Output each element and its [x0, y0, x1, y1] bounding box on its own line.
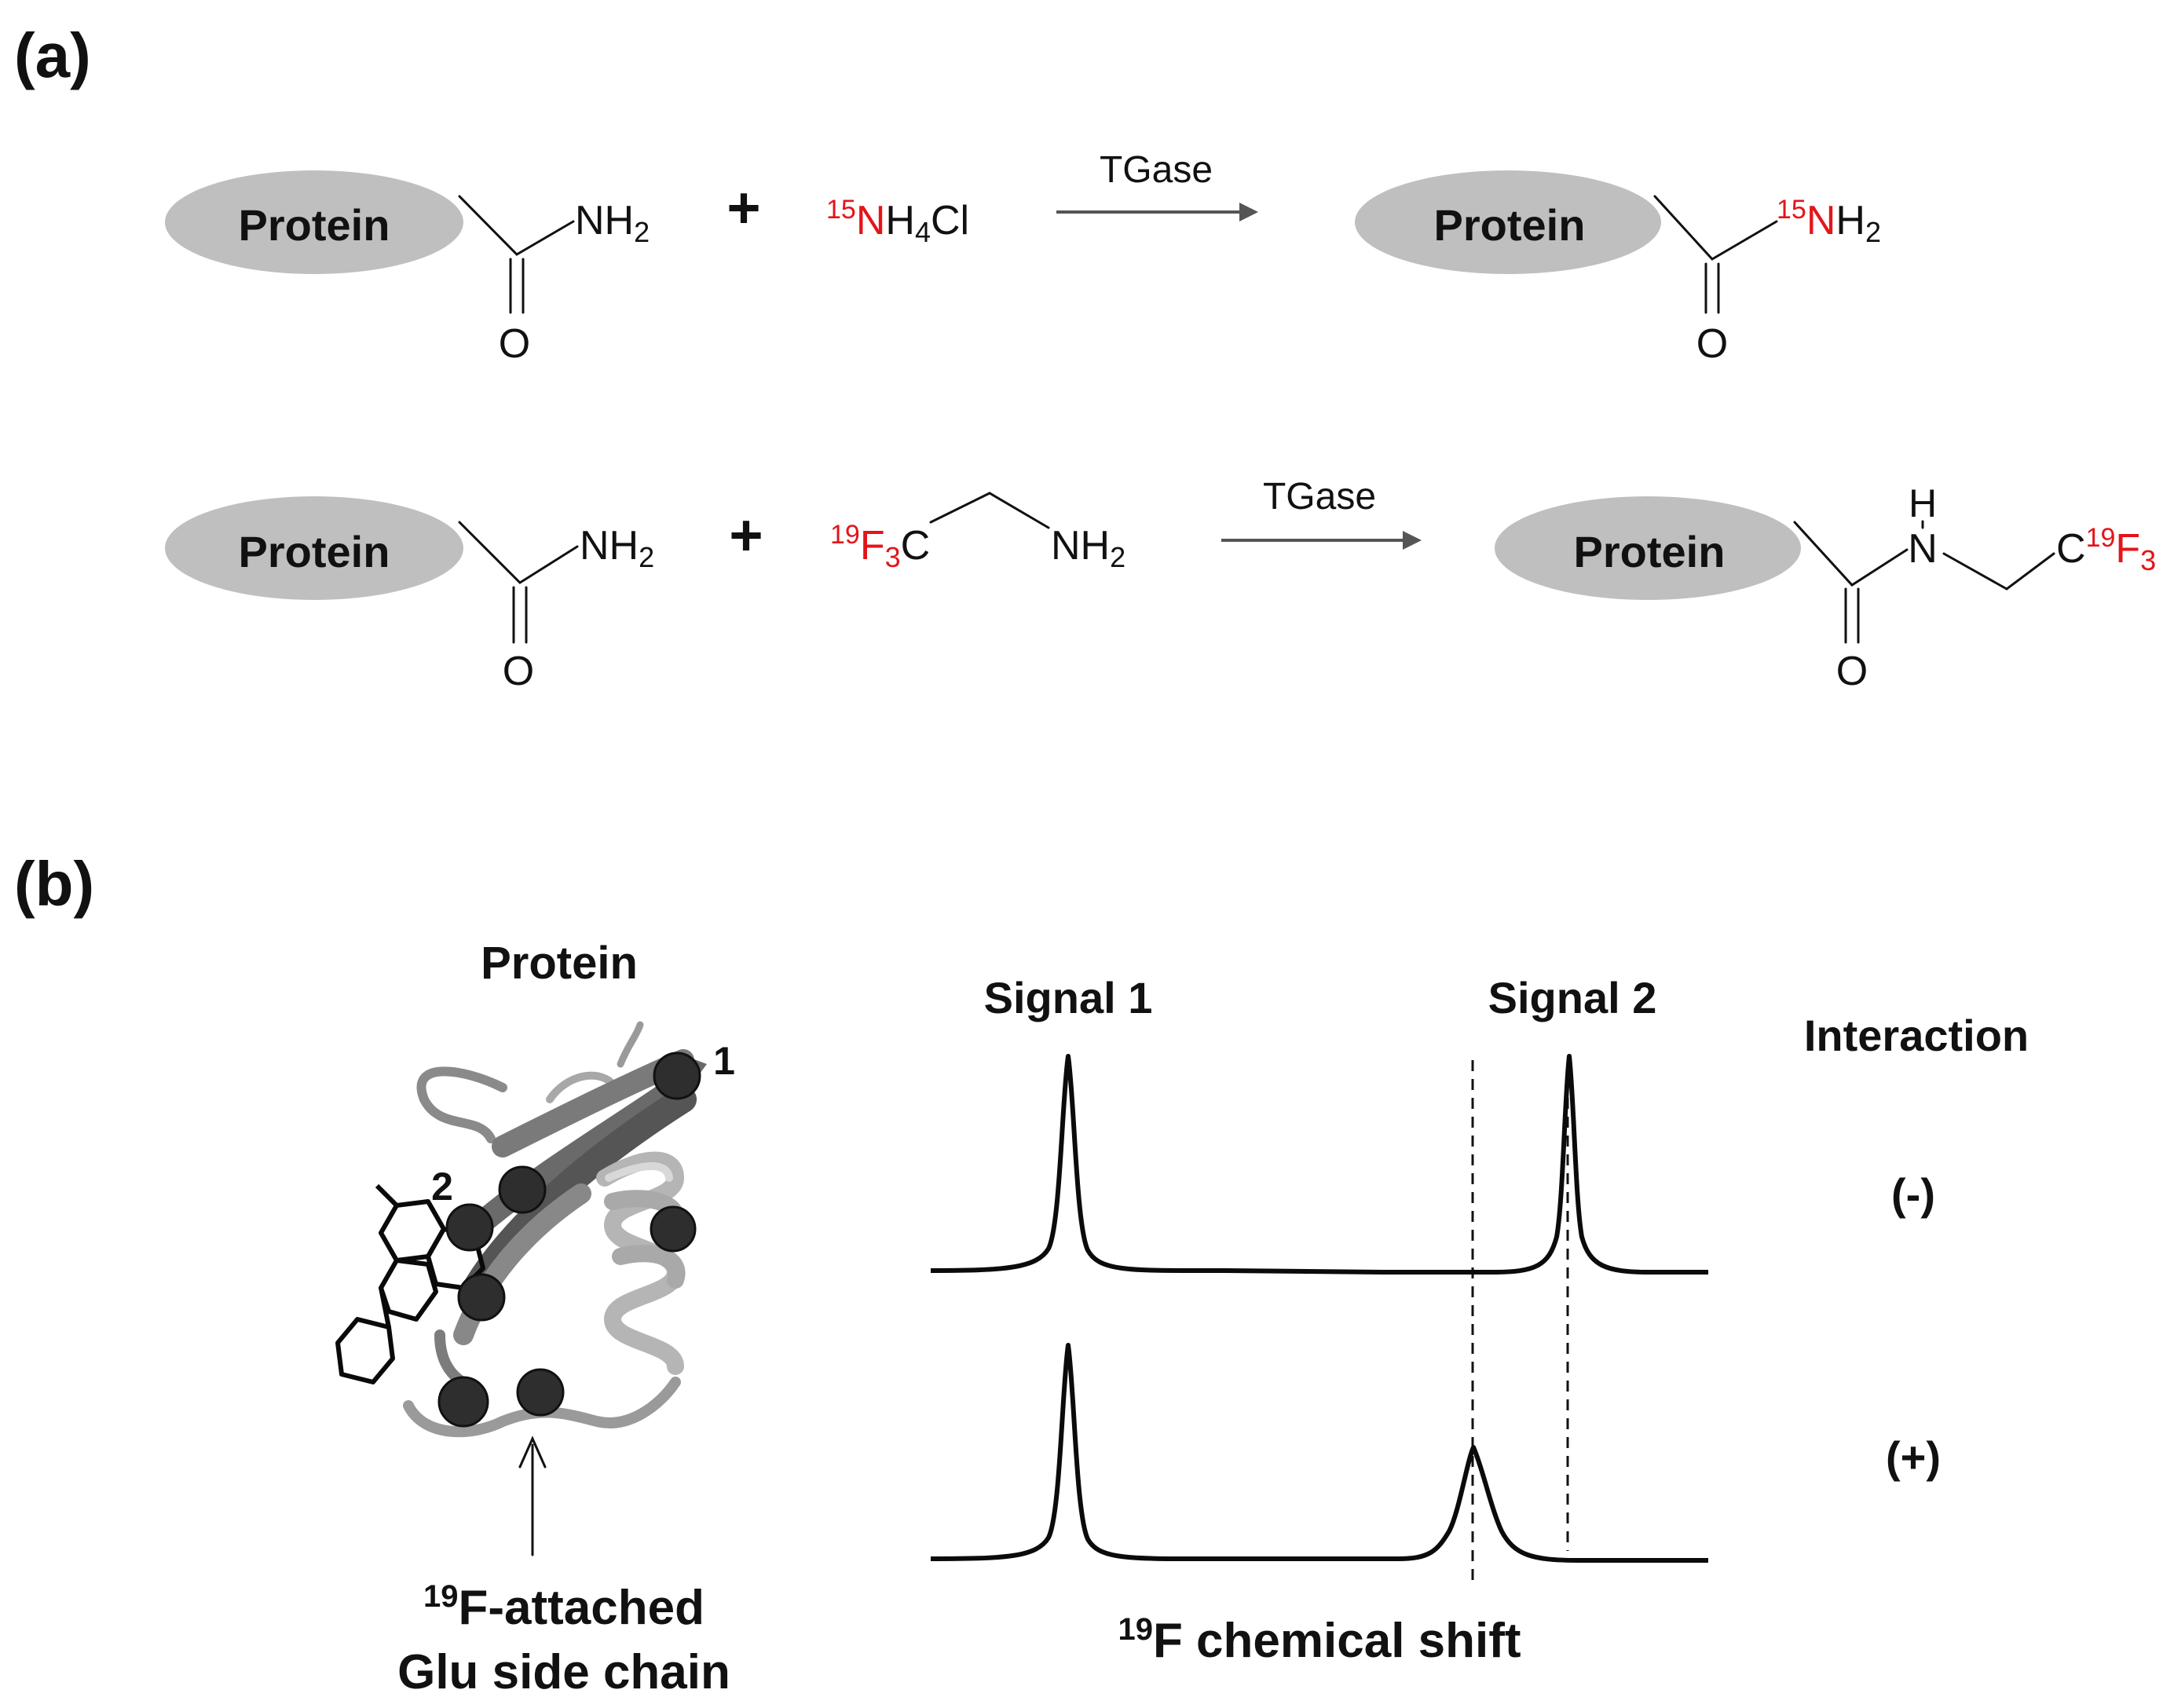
bond-ethyl [1942, 552, 2055, 591]
site-label-1: 1 [713, 1039, 735, 1083]
loop [617, 1021, 644, 1068]
bond-chain [1793, 521, 1909, 587]
plus-sign-2: + [729, 503, 763, 568]
enzyme-label: TGase [1263, 476, 1376, 518]
reagent-trifluoroethylamine: 19F3C NH2 [830, 492, 1125, 573]
spectrum-trace-interaction [930, 1343, 1708, 1563]
spectrum-trace-no-interaction [930, 1054, 1708, 1275]
reaction1-reactant: Protein NH2 O [165, 170, 650, 367]
reagent-nh2: NH2 [1051, 523, 1125, 573]
product-c19f3: C19F3 [2056, 523, 2156, 576]
beta-strand [467, 1076, 687, 1237]
reaction-arrow-1: TGase [1056, 149, 1258, 221]
bond-carbonyl [509, 258, 525, 314]
bond-carbonyl [1704, 262, 1720, 314]
bond-chain [458, 521, 579, 584]
state-minus: (-) [1891, 1169, 1935, 1219]
panel-label-b: (b) [14, 849, 94, 919]
carbonyl-oxygen: O [1836, 649, 1868, 694]
bond-chain [458, 195, 575, 256]
nmr-spectra: Signal 1 Signal 2 Interaction (-) (+) 19… [930, 973, 2029, 1668]
labeled-atom [516, 1368, 565, 1417]
panel-label-a: (a) [14, 20, 91, 90]
carbonyl-oxygen: O [503, 649, 534, 694]
ligand [335, 1183, 485, 1384]
reagent-15nh4cl: 15NH4Cl [826, 195, 969, 248]
protein-label: Protein [239, 200, 390, 250]
product-15nh2: 15NH2 [1777, 195, 1881, 248]
labeled-atom [437, 1376, 489, 1428]
amide-nh2: NH2 [575, 198, 650, 248]
amide-nh2: NH2 [580, 523, 654, 573]
protein-label: Protein [239, 527, 390, 576]
callout-label-line1: 19F-attached [423, 1579, 705, 1635]
protein-ellipse [1495, 496, 1801, 600]
amide-n: N [1908, 526, 1938, 572]
bond-carbonyl [512, 586, 528, 644]
labeled-atom [498, 1165, 547, 1214]
interaction-header: Interaction [1804, 1011, 2029, 1060]
structure-title: Protein [481, 938, 638, 989]
bond-ethyl [929, 492, 1050, 529]
reaction-arrow-2: TGase [1221, 476, 1422, 550]
amide-h: H [1909, 481, 1937, 525]
protein-ellipse [165, 496, 463, 600]
bond-chain [1653, 195, 1778, 261]
callout-arrowhead [518, 1436, 547, 1468]
signal2-label: Signal 2 [1488, 973, 1657, 1022]
labeled-atom [445, 1203, 494, 1252]
carbonyl-oxygen: O [499, 321, 530, 367]
plus-sign-1: + [726, 175, 760, 240]
labeled-atom [650, 1205, 697, 1253]
reagent-19f3c: 19F3C [830, 520, 930, 573]
reaction2-reactant: Protein NH2 O [165, 496, 654, 694]
protein-ellipse [1355, 170, 1661, 274]
state-plus: (+) [1886, 1432, 1941, 1482]
axis-label: 19F chemical shift [1118, 1612, 1521, 1668]
signal1-label: Signal 1 [984, 973, 1153, 1022]
enzyme-label: TGase [1100, 149, 1213, 191]
protein-label: Protein [1574, 527, 1726, 576]
loop [416, 1066, 507, 1143]
loop [546, 1071, 617, 1103]
site-label-2: 2 [431, 1165, 453, 1209]
protein-structure: Protein [335, 938, 735, 1699]
labeled-atom [653, 1051, 701, 1100]
reaction2-product: Protein H N C19F3 O [1495, 481, 2156, 694]
protein-label: Protein [1434, 200, 1586, 250]
labeled-atom [457, 1273, 506, 1322]
bond-carbonyl [1844, 587, 1860, 644]
protein-ellipse [165, 170, 463, 274]
callout-label-line2: Glu side chain [397, 1645, 730, 1699]
reaction1-product: Protein 15NH2 O [1355, 170, 1881, 367]
carbonyl-oxygen: O [1696, 321, 1728, 367]
